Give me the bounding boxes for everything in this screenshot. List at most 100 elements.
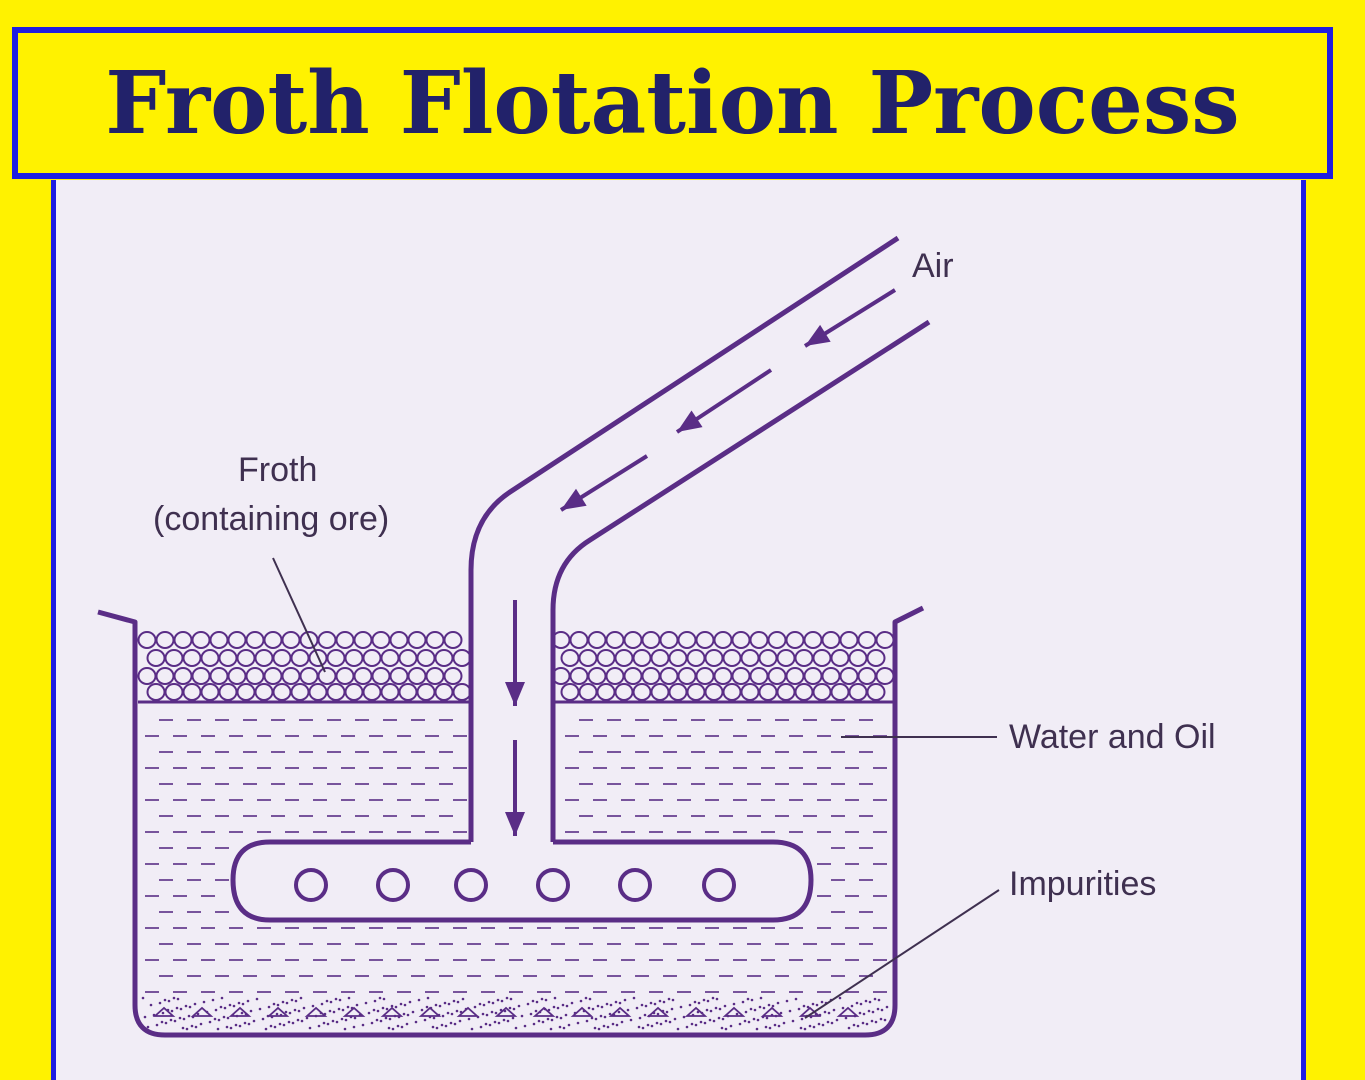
impurity-speck — [490, 1010, 494, 1014]
air-arrow-head — [505, 682, 525, 706]
air-arrow-head — [505, 812, 525, 836]
impurity-speck — [664, 1019, 668, 1023]
impurity-speck — [213, 1017, 217, 1021]
impurity-speck — [794, 997, 798, 1001]
froth-bubble — [362, 649, 382, 667]
impurity-speck — [721, 1017, 725, 1021]
impurity-speck — [367, 1011, 371, 1015]
impurity-speck — [458, 1019, 462, 1023]
impurity-speck — [529, 1012, 533, 1016]
impurity-speck — [885, 1005, 889, 1009]
page-title: Froth Flotation Process — [105, 52, 1240, 154]
impurity-speck — [640, 1003, 644, 1007]
impurity-speck — [220, 996, 224, 1000]
froth-bubble — [659, 631, 679, 649]
impurity-particle — [760, 1006, 784, 1017]
tank-outline — [97, 605, 925, 1038]
impurity-speck — [594, 1017, 598, 1021]
impurity-speck — [311, 1004, 315, 1008]
impurity-speck — [709, 1009, 713, 1013]
impurity-speck — [865, 1022, 869, 1026]
impurity-speck — [771, 1004, 775, 1008]
froth-bubble — [191, 667, 211, 685]
froth-bubble — [857, 631, 877, 649]
impurity-speck — [267, 1005, 271, 1009]
impurity-speck — [158, 1001, 162, 1005]
impurity-speck — [291, 1021, 295, 1025]
impurity-speck — [738, 1022, 742, 1026]
impurity-speck — [390, 1004, 394, 1008]
impurity-speck — [720, 1026, 724, 1030]
impurity-speck — [143, 1015, 147, 1019]
froth-bubble — [443, 667, 463, 685]
impurity-speck — [247, 1022, 251, 1026]
impurity-particle — [722, 1006, 746, 1017]
impurity-speck — [541, 1020, 545, 1024]
impurity-speck — [815, 1003, 819, 1007]
impurity-speck — [275, 1012, 279, 1016]
impurity-speck — [196, 1012, 200, 1016]
impurity-speck — [187, 1014, 191, 1018]
froth-bubble — [596, 649, 616, 667]
impurity-speck — [237, 1001, 241, 1005]
impurity-speck — [182, 1017, 186, 1021]
impurity-speck — [370, 1021, 374, 1025]
impurity-speck — [855, 1001, 859, 1005]
froth-label-sub: (containing ore) — [153, 500, 389, 538]
froth-bubble — [749, 631, 769, 649]
impurity-speck — [635, 1006, 639, 1010]
froth-bubble — [164, 649, 184, 667]
impurity-speck — [293, 1008, 297, 1012]
impurity-speck — [844, 1016, 848, 1020]
impurity-speck — [485, 1013, 489, 1017]
froth-bubble — [650, 683, 670, 701]
impurity-speck — [785, 999, 789, 1003]
froth-bubble — [218, 683, 238, 701]
froth-bubble — [182, 649, 202, 667]
froth-bubble — [344, 649, 364, 667]
impurity-speck — [870, 1019, 874, 1023]
impurity-speck — [202, 1000, 206, 1004]
froth-bubble — [344, 683, 364, 701]
impurity-speck — [665, 1010, 669, 1014]
impurity-speck — [841, 1006, 845, 1010]
froth-bubble — [299, 631, 319, 649]
air-hole — [294, 868, 328, 902]
impurity-speck — [499, 1008, 503, 1012]
impurity-speck — [185, 1027, 189, 1031]
impurity-speck — [579, 999, 583, 1003]
impurity-speck — [714, 1006, 718, 1010]
impurity-speck — [852, 1023, 856, 1027]
froth-bubble — [560, 683, 580, 701]
impurity-speck — [449, 1021, 453, 1025]
impurity-speck — [803, 1027, 807, 1031]
impurity-speck — [830, 1021, 834, 1025]
impurity-speck — [169, 1018, 173, 1022]
impurity-speck — [346, 1005, 350, 1009]
impurity-speck — [874, 1020, 878, 1024]
froth-bubble — [362, 683, 382, 701]
impurity-speck — [685, 1025, 689, 1029]
impurity-speck — [567, 1023, 571, 1027]
impurity-particle — [228, 1006, 252, 1017]
impurity-speck — [299, 996, 303, 1000]
impurity-speck — [222, 1015, 226, 1019]
froth-bubble — [272, 649, 292, 667]
impurity-speck — [643, 1013, 647, 1017]
impurity-speck — [172, 996, 176, 1000]
impurity-particle — [304, 1006, 328, 1017]
impurity-speck — [620, 1020, 624, 1024]
impurity-speck — [812, 1025, 816, 1029]
impurity-speck — [650, 1024, 654, 1028]
air-pipe-outer-wall — [468, 235, 900, 842]
impurity-speck — [879, 1017, 883, 1021]
impurity-speck — [432, 1016, 436, 1020]
froth-bubble — [245, 631, 265, 649]
impurity-speck — [752, 1017, 756, 1021]
impurity-speck — [788, 1009, 792, 1013]
impurity-speck — [679, 1005, 683, 1009]
impurity-speck — [877, 998, 881, 1002]
impurity-speck — [618, 1001, 622, 1005]
froth-bubble — [227, 631, 247, 649]
impurity-speck — [194, 1025, 198, 1029]
